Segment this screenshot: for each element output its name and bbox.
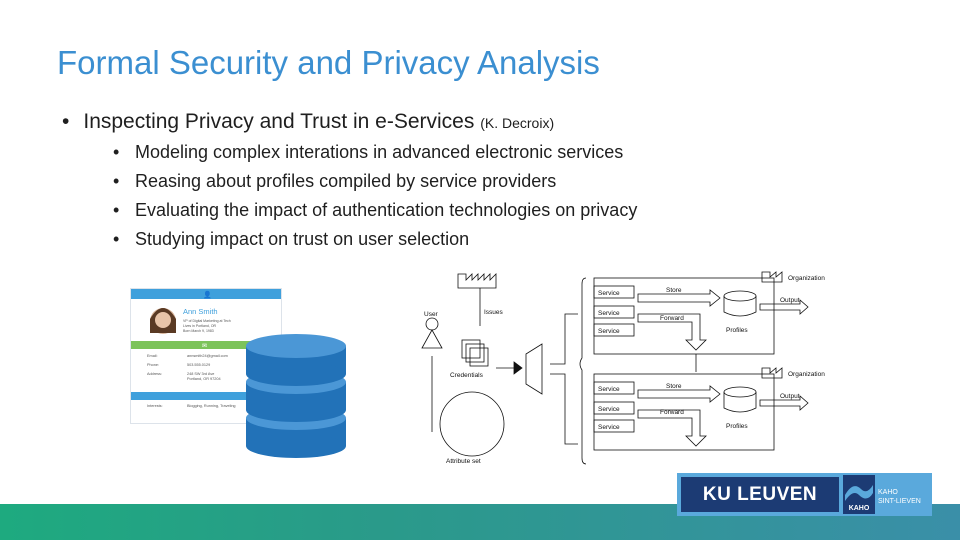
kaho-emblem: KAHO <box>843 475 875 514</box>
organization-label: Organization <box>788 275 825 282</box>
store-label: Store <box>666 287 682 294</box>
profile-card-graphic: 👤 Ann Smith VP of Digital Marketing at T… <box>131 289 281 408</box>
service-label: Service <box>598 406 620 413</box>
profiles-label: Profiles <box>726 423 748 430</box>
output-label: Output <box>780 393 800 400</box>
ku-leuven-logo: KU LEUVEN KAHO KAHO SINT-LIEVEN <box>677 473 932 516</box>
architecture-diagram: User Issues Credentials Attribute set Or… <box>410 264 840 474</box>
row-value: Portland, OR 97204 <box>187 377 221 381</box>
output-label: Output <box>780 297 800 304</box>
sub-bullet-text: Reasing about profiles compiled by servi… <box>135 171 557 191</box>
store-label: Store <box>666 383 682 390</box>
database-icon <box>244 330 348 465</box>
service-label: Service <box>598 328 620 335</box>
row-label: Phone: <box>147 363 159 367</box>
row-value: annsmith24@gmail.com <box>187 354 228 358</box>
organization-label: Organization <box>788 371 825 378</box>
issues-label: Issues <box>484 309 504 316</box>
main-bullet-author: (K. Decroix) <box>480 115 555 131</box>
sub-bullet: •Evaluating the impact of authentication… <box>113 200 638 220</box>
forward-label: Forward <box>660 409 684 416</box>
sub-bullet-text: Modeling complex interations in advanced… <box>135 142 624 162</box>
service-label: Service <box>598 310 620 317</box>
sub-bullet-text: Studying impact on trust on user selecti… <box>135 229 470 249</box>
row-label: Address: <box>147 372 162 376</box>
profile-line: VP of Digital Marketing at Tech <box>183 319 231 323</box>
service-label: Service <box>598 424 620 431</box>
sub-bullet: •Studying impact on trust on user select… <box>113 229 470 249</box>
row-label: Email: <box>147 354 158 358</box>
attribute-set-label: Attribute set <box>446 458 481 465</box>
kaho-subtitle: KAHO SINT-LIEVEN <box>878 489 921 505</box>
user-label: User <box>424 311 439 318</box>
row-value: 248 SW 3rd Ave <box>187 372 214 376</box>
credentials-label: Credentials <box>450 372 484 379</box>
user-icon: 👤 <box>203 290 212 299</box>
user-icon <box>425 317 439 331</box>
sub-bullet: •Reasing about profiles compiled by serv… <box>113 171 557 191</box>
main-bullet-text: Inspecting Privacy and Trust in e-Servic… <box>83 110 481 133</box>
profile-line: Born March 9, 1983 <box>183 329 214 333</box>
service-label: Service <box>598 290 620 297</box>
slide-title: Formal Security and Privacy Analysis <box>57 44 600 81</box>
kaho-wave-icon <box>845 485 873 501</box>
profile-name: Ann Smith <box>183 307 218 316</box>
kaho-label: KAHO <box>848 505 870 512</box>
factory-icon <box>457 273 497 289</box>
sub-bullet-text: Evaluating the impact of authentication … <box>135 200 638 220</box>
row-label: Interests: <box>147 404 163 408</box>
forward-label: Forward <box>660 315 684 322</box>
main-bullet: • Inspecting Privacy and Trust in e-Servi… <box>62 110 554 134</box>
profiles-label: Profiles <box>726 327 748 334</box>
mail-icon: ✉ <box>202 344 207 350</box>
profile-line: Lives in Portland, OR <box>183 324 217 328</box>
service-label: Service <box>598 386 620 393</box>
row-value: Blogging, Running, Traveling <box>187 404 236 408</box>
bullet-dot: • <box>62 110 70 133</box>
ku-leuven-wordmark: KU LEUVEN <box>681 477 839 512</box>
sub-bullet: •Modeling complex interations in advance… <box>113 142 624 162</box>
row-value: 503.555.0129 <box>187 363 210 367</box>
